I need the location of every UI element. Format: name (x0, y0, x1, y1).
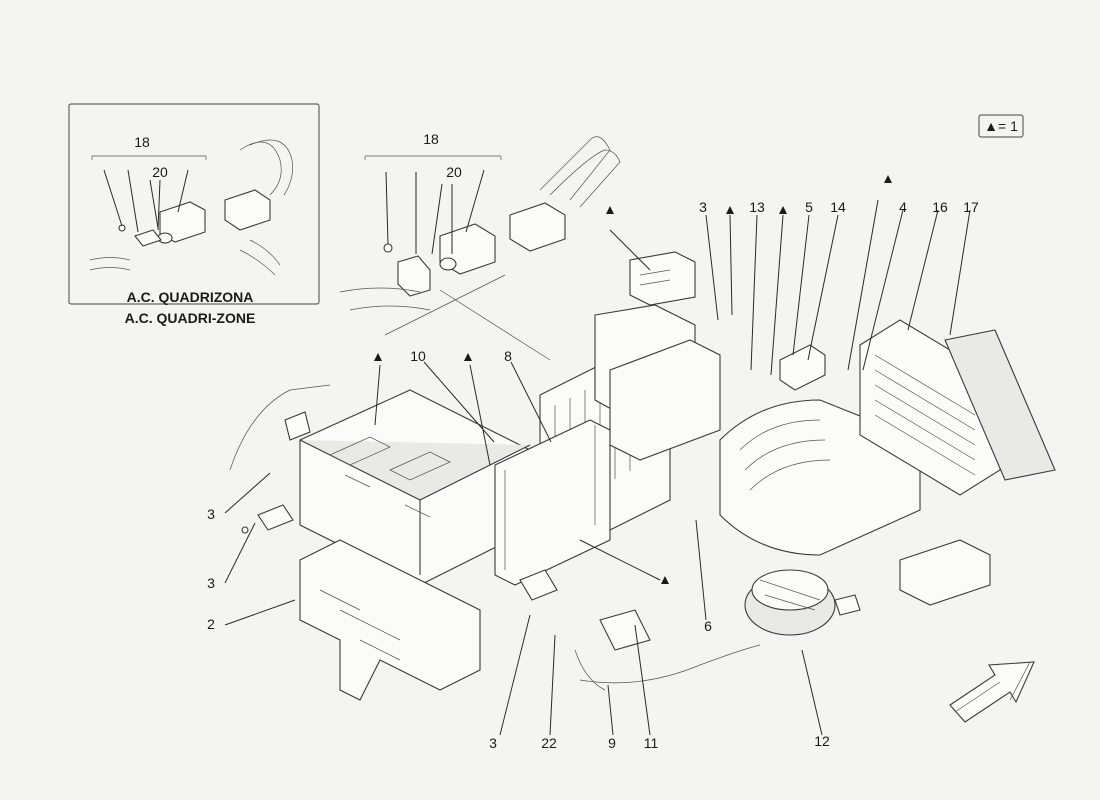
marker-triangle (606, 206, 614, 214)
hvac-housing (299, 251, 721, 701)
callout-13: 13 (749, 199, 765, 215)
triangle-markers (374, 175, 892, 584)
control-module (599, 609, 651, 651)
upper-housing (609, 339, 721, 461)
inset-caption-en: A.C. QUADRI-ZONE (125, 310, 256, 326)
callout-10: 10 (410, 348, 426, 364)
callout-3-left-b: 3 (207, 575, 215, 591)
leader-lines (224, 199, 971, 736)
inset-quadri-zone: 18 20 A.C. QUADRIZONA A.C. QUADRI-ZONE (68, 103, 320, 326)
marker-triangle (726, 206, 734, 214)
callout-3-left-a: 3 (207, 506, 215, 522)
sensor-b (257, 504, 294, 531)
inset-label-18: 18 (134, 134, 150, 150)
marker-triangle (661, 576, 669, 584)
marker-triangle (374, 353, 382, 361)
inset-label-20: 20 (152, 164, 168, 180)
legend-frame (978, 114, 1024, 138)
callout-2: 2 (207, 616, 215, 632)
direction-arrow-icon (949, 661, 1035, 723)
marker-triangle (779, 206, 787, 214)
callout-11: 11 (644, 735, 659, 751)
callout-20: 20 (446, 164, 462, 180)
callout-6: 6 (704, 618, 712, 634)
duct-seal (629, 251, 696, 306)
marker-triangle (464, 353, 472, 361)
inset-frame (68, 103, 320, 305)
blower-resistor (899, 539, 991, 606)
callout-8: 8 (504, 348, 512, 364)
callout-9: 9 (608, 735, 616, 751)
sensor-c (519, 569, 558, 601)
callout-17: 17 (963, 199, 979, 215)
callout-labels: 3 13 5 14 4 16 17 10 8 3 3 2 6 3 22 9 11… (207, 199, 979, 751)
actuator-14 (779, 344, 826, 391)
expansion-valve-group: 18 20 (339, 131, 621, 361)
cabin-filter-group (859, 319, 1056, 496)
legend-box: ▲= 1 (978, 114, 1024, 138)
callout-16: 16 (932, 199, 948, 215)
sensors-left (229, 384, 761, 691)
marker-triangle (884, 175, 892, 183)
heater-core (494, 419, 611, 586)
legend-text: ▲= 1 (984, 118, 1018, 134)
callout-4: 4 (899, 199, 907, 215)
callout-3-bottom: 3 (489, 735, 497, 751)
callout-22: 22 (541, 735, 557, 751)
filter-element (944, 329, 1056, 481)
callout-14: 14 (830, 199, 846, 215)
callout-5: 5 (805, 199, 813, 215)
callout-12: 12 (814, 733, 830, 749)
lower-housing (299, 539, 481, 701)
sensor-a (284, 411, 311, 441)
callout-3-top: 3 (699, 199, 707, 215)
inset-caption-it: A.C. QUADRIZONA (127, 289, 254, 305)
callout-18: 18 (423, 131, 439, 147)
